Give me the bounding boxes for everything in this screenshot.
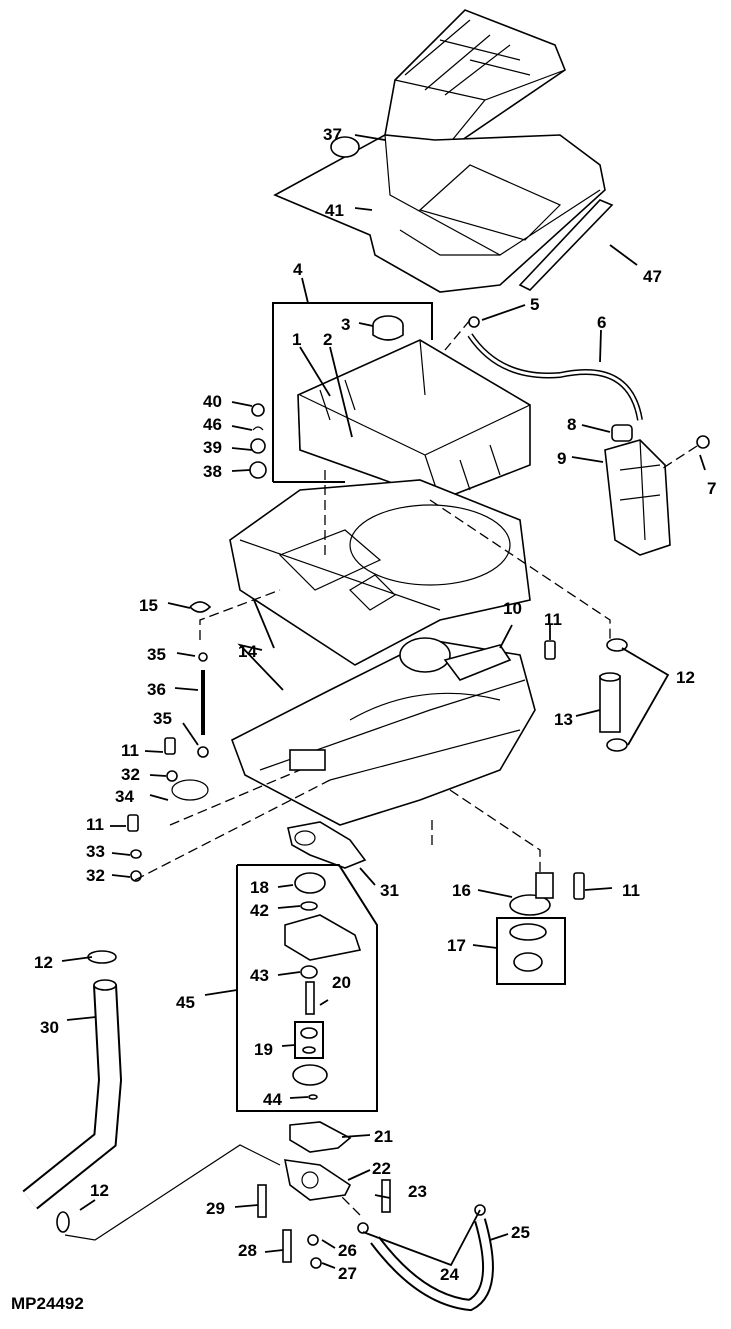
label-10: 10: [503, 599, 522, 618]
label-36: 36: [147, 680, 166, 699]
label-41: 41: [325, 201, 344, 220]
label-28: 28: [238, 1241, 257, 1260]
part-30-radiator-hose: [22, 979, 123, 1210]
part-11-screw-lower: [573, 872, 585, 900]
label-21: 21: [374, 1127, 393, 1146]
label-12-left: 12: [34, 953, 53, 972]
part-7-bolt: [659, 435, 710, 471]
part-16-thermostat-housing: [509, 872, 554, 916]
radiator-bracket-box: [272, 302, 433, 483]
label-27: 27: [338, 1264, 357, 1283]
part-11-screw-right: [544, 640, 556, 660]
part-9-coolant-reservoir: [604, 439, 671, 556]
label-9: 9: [557, 449, 566, 468]
part-shroud-lower: [231, 637, 536, 826]
label-7: 7: [707, 479, 716, 498]
label-18: 18: [250, 878, 269, 897]
label-40: 40: [203, 392, 222, 411]
label-11-left: 11: [121, 741, 139, 760]
label-44: 44: [263, 1090, 282, 1109]
part-8-reservoir-cap: [611, 424, 633, 442]
part-37-air-filter-cover: [384, 9, 566, 156]
part-3-radiator-cap: [372, 315, 404, 341]
label-26: 26: [338, 1241, 357, 1260]
label-35-top: 35: [147, 645, 166, 664]
part-15-clip: [189, 601, 212, 613]
label-19: 19: [254, 1040, 273, 1059]
label-6: 6: [597, 313, 606, 332]
part-47-seal-strip: [518, 199, 614, 291]
part-31-gasket: [287, 821, 367, 869]
label-11-lower: 11: [622, 881, 640, 900]
label-45: 45: [176, 993, 195, 1012]
label-1: 1: [292, 330, 301, 349]
part-12-clamps-lower: [56, 950, 117, 1233]
leader-lines: [61, 134, 706, 1269]
part-10-fan-part: [443, 644, 512, 681]
label-43: 43: [250, 966, 269, 985]
figure-code: MP24492: [11, 1294, 84, 1313]
label-13: 13: [554, 710, 573, 729]
part-5-clamp: [468, 316, 480, 328]
part-13-hose: [599, 672, 621, 733]
label-12-right: 12: [676, 668, 695, 687]
part-21-pump-gasket: [289, 1121, 352, 1153]
label-30: 30: [40, 1018, 59, 1037]
label-34: 34: [115, 787, 134, 806]
label-31: 31: [380, 881, 399, 900]
label-15: 15: [139, 596, 158, 615]
label-14: 14: [238, 642, 257, 661]
label-8: 8: [567, 415, 576, 434]
part-45-pump-box: [236, 864, 378, 1112]
part-6-overflow-hose: [467, 333, 643, 421]
label-38: 38: [203, 462, 222, 481]
part-36-stud: [197, 652, 209, 758]
part-41-housing: [273, 134, 606, 293]
label-11-right: 11: [544, 610, 562, 629]
label-39: 39: [203, 438, 222, 457]
label-12-bottom: 12: [90, 1181, 109, 1200]
small-fasteners-left: [127, 737, 209, 882]
label-46: 46: [203, 415, 222, 434]
label-23: 23: [408, 1182, 427, 1201]
part-17-kit-box: [496, 917, 566, 985]
label-47: 47: [643, 267, 662, 286]
label-16: 16: [452, 881, 471, 900]
label-5: 5: [530, 295, 539, 314]
label-22: 22: [372, 1159, 391, 1178]
label-20: 20: [332, 973, 351, 992]
label-2: 2: [323, 330, 332, 349]
label-33: 33: [86, 842, 105, 861]
part-25-bypass-hose: [357, 1204, 494, 1312]
label-25: 25: [511, 1223, 530, 1242]
label-11-mid: 11: [86, 815, 104, 834]
label-24: 24: [440, 1265, 459, 1284]
part-14-shroud: [229, 479, 531, 666]
label-3: 3: [341, 315, 350, 334]
label-4: 4: [293, 260, 303, 279]
label-29: 29: [206, 1199, 225, 1218]
label-32-bottom: 32: [86, 866, 105, 885]
fasteners-38-40: [249, 403, 267, 479]
part-22-pump-cover: [283, 1159, 352, 1201]
label-35-bottom: 35: [153, 709, 172, 728]
callout-labels: 37 41 47 4 3 5 6 1 2 40 46 39 38 8 9 7 1…: [11, 125, 716, 1313]
label-37: 37: [323, 125, 342, 144]
part-4-radiator: [297, 339, 531, 501]
label-17: 17: [447, 936, 466, 955]
label-32-top: 32: [121, 765, 140, 784]
bolts-23-29-28: [257, 1179, 391, 1269]
label-42: 42: [250, 901, 269, 920]
